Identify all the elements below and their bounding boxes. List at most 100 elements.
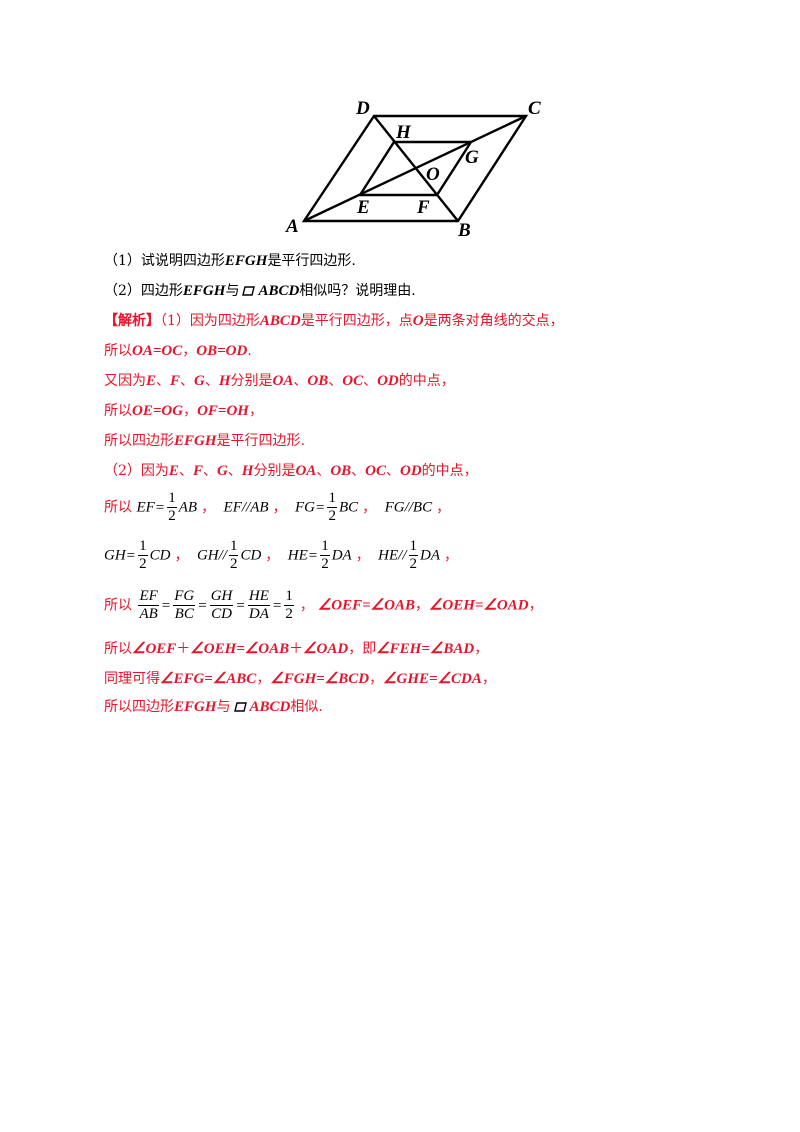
text: ， xyxy=(481,671,496,687)
math: DA xyxy=(420,547,441,564)
solution-tag: 【解析】 xyxy=(104,313,160,329)
solution-line-6: （2）因为E、F、G、H分别是OA、OB、OC、OD的中点， xyxy=(104,462,478,480)
solution-line-1: 【解析】（1）因为四边形ABCD是平行四边形，点O是两条对角线的交点， xyxy=(104,312,564,330)
math: ∠FEH=∠BAD xyxy=(376,641,475,657)
math: F xyxy=(170,373,181,389)
math: E xyxy=(168,463,179,479)
math: = xyxy=(308,547,318,564)
math: OC xyxy=(342,373,364,389)
text: . xyxy=(247,343,252,359)
text: 、 xyxy=(204,373,219,389)
text: ， xyxy=(528,597,543,614)
math: EF xyxy=(223,499,242,516)
math: OA=OC xyxy=(132,343,183,359)
q2-rect: ABCD xyxy=(258,283,300,299)
text: 所以四边形 xyxy=(104,699,174,715)
numerator: 1 xyxy=(408,538,419,556)
text: ＋ xyxy=(176,641,191,657)
math: OB xyxy=(330,463,352,479)
text: 的中点， xyxy=(398,373,455,389)
diagonal-bd xyxy=(373,115,459,222)
math: DA xyxy=(331,547,352,564)
text: 是平行四边形. xyxy=(216,433,305,449)
text: 相似. xyxy=(290,699,323,715)
text: 、 xyxy=(328,373,343,389)
math: ABCD xyxy=(259,313,301,329)
text: 、 xyxy=(293,373,308,389)
math: ∠GHE=∠CDA xyxy=(383,671,482,687)
text: 、 xyxy=(351,463,366,479)
parallelogram-symbol-icon xyxy=(242,286,256,296)
math: FG xyxy=(384,499,405,516)
math: AB xyxy=(178,499,198,516)
math: OA xyxy=(272,373,294,389)
math: OD xyxy=(400,463,422,479)
text: 同理可得 xyxy=(104,671,160,687)
text: 、 xyxy=(178,463,193,479)
math: EFGH xyxy=(174,699,217,715)
math: // xyxy=(218,547,227,564)
q1-prefix: （1）试说明四边形 xyxy=(104,253,225,269)
q2-suffix: 相似吗？说明理由. xyxy=(299,283,416,299)
text: 、 xyxy=(227,463,242,479)
numerator: GH xyxy=(209,588,234,606)
denominator: 2 xyxy=(168,508,176,524)
text: 是平行四边形，点 xyxy=(300,313,413,329)
text: 、 xyxy=(156,373,171,389)
math: H xyxy=(218,373,231,389)
text: 所以 xyxy=(104,499,132,516)
denominator: DA xyxy=(248,606,269,622)
label-e: E xyxy=(356,197,370,218)
numerator: FG xyxy=(173,588,196,606)
math: F xyxy=(192,463,203,479)
q2-mid: 与 xyxy=(225,283,240,299)
text: 所以 xyxy=(104,597,132,614)
math: G xyxy=(216,463,228,479)
text: ＋ xyxy=(289,641,304,657)
math: OD xyxy=(377,373,399,389)
math: = xyxy=(155,499,165,516)
denominator: BC xyxy=(174,606,194,622)
text: 与 xyxy=(216,699,231,715)
denominator: 2 xyxy=(229,556,238,572)
math: ∠OAD xyxy=(303,641,349,657)
math: O xyxy=(412,313,424,329)
denominator: 2 xyxy=(139,556,147,572)
numerator: 1 xyxy=(327,490,337,508)
text: ， xyxy=(474,641,489,657)
text: ， xyxy=(355,547,370,564)
numerator: 1 xyxy=(228,538,239,556)
text: 、 xyxy=(180,373,195,389)
text: ，即 xyxy=(348,641,377,657)
label-a: A xyxy=(285,216,299,237)
label-b: B xyxy=(457,220,471,238)
text: 分别是 xyxy=(253,463,296,479)
numerator: 1 xyxy=(320,538,330,556)
text: ， xyxy=(369,671,384,687)
denominator: 2 xyxy=(328,508,336,524)
math: GH xyxy=(104,547,126,564)
denominator: 2 xyxy=(321,556,329,572)
text: ， xyxy=(265,547,280,564)
math: // xyxy=(241,499,251,516)
math: H xyxy=(241,463,254,479)
solution-line-4: 所以OE=OG，OF=OH， xyxy=(104,402,263,420)
label-f: F xyxy=(416,197,430,218)
math: = xyxy=(272,597,282,614)
math: = xyxy=(236,597,245,614)
text: 、 xyxy=(316,463,331,479)
numerator: HE xyxy=(247,588,270,606)
text: ， xyxy=(414,597,429,614)
text: 、 xyxy=(202,463,217,479)
math: ∠OEF=∠OAB xyxy=(317,597,415,614)
label-c: C xyxy=(528,98,541,119)
text: ， xyxy=(444,547,459,564)
q1-name: EFGH xyxy=(224,253,268,269)
